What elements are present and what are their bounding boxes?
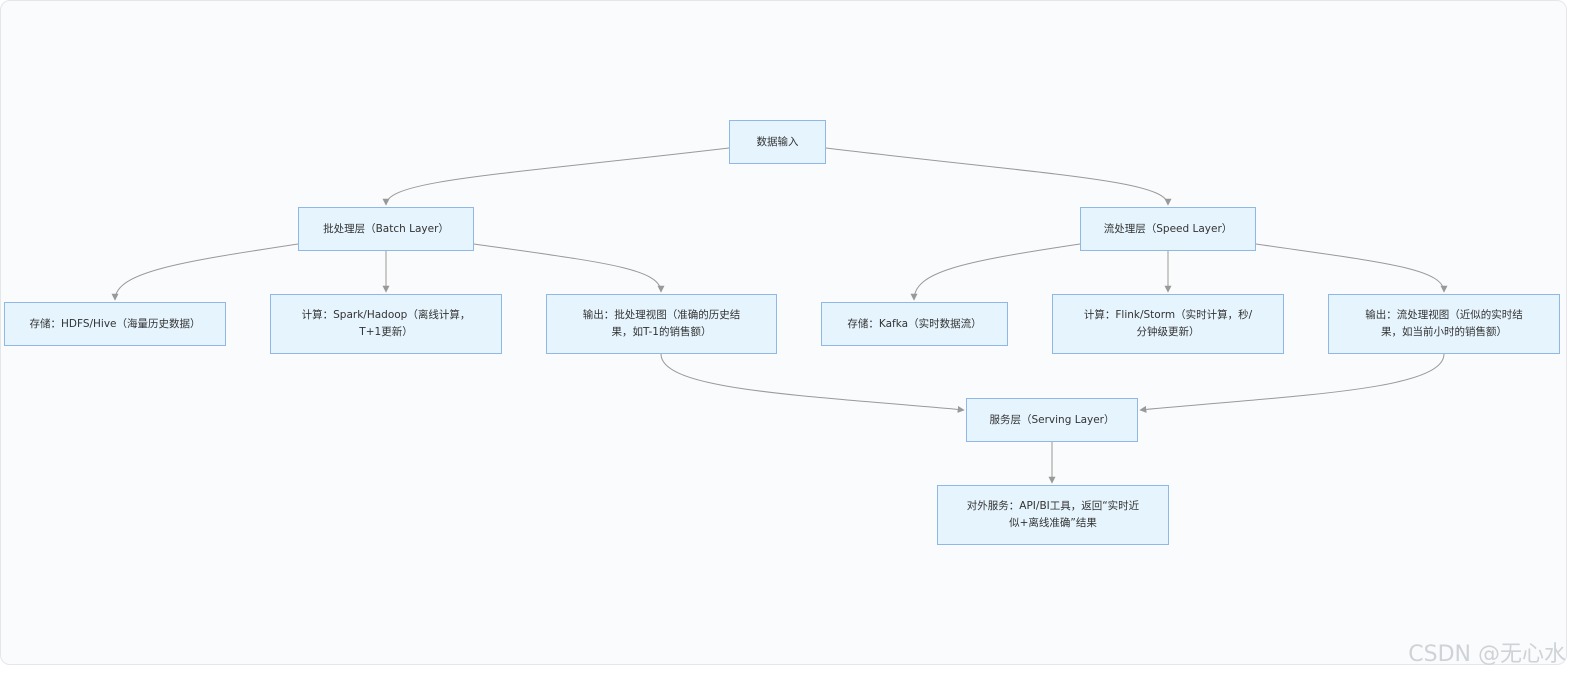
edge-speed-layer-to-storage bbox=[910, 243, 1081, 301]
node-speed-output-line1: 输出：流处理视图（近似的实时结 bbox=[1365, 309, 1523, 321]
node-serving-layer-label: 服务层（Serving Layer） bbox=[989, 413, 1115, 426]
node-data-input: 数据输入 bbox=[729, 120, 826, 164]
edge-speed-output-to-serving bbox=[1139, 353, 1445, 413]
node-batch-compute-line1: 计算：Spark/Hadoop（离线计算， bbox=[301, 309, 471, 321]
node-batch-layer: 批处理层（Batch Layer） bbox=[298, 207, 474, 251]
node-batch-output-line2: 果，如T-1的销售额） bbox=[611, 326, 712, 338]
node-speed-storage: 存储：Kafka（实时数据流） bbox=[821, 302, 1008, 346]
node-speed-compute-line2: 分钟级更新） bbox=[1136, 326, 1200, 338]
node-batch-output: 输出：批处理视图（准确的历史结 果，如T-1的销售额） bbox=[546, 294, 777, 354]
node-batch-output-line1: 输出：批处理视图（准确的历史结 bbox=[582, 309, 741, 321]
edge-batch-output-to-serving bbox=[660, 353, 965, 413]
edge-input-to-speed-layer bbox=[825, 147, 1172, 206]
node-batch-storage: 存储：HDFS/Hive（海量历史数据） bbox=[4, 302, 226, 346]
node-speed-layer-label: 流处理层（Speed Layer） bbox=[1103, 222, 1233, 235]
node-speed-output-line2: 果，如当前小时的销售额） bbox=[1381, 326, 1507, 338]
edge-batch-layer-to-storage bbox=[111, 243, 299, 301]
node-speed-layer: 流处理层（Speed Layer） bbox=[1080, 207, 1256, 251]
watermark: CSDN @无心水 bbox=[1408, 642, 1566, 667]
edge-speed-layer-to-output bbox=[1255, 243, 1448, 293]
node-external-service: 对外服务：API/BI工具，返回“实时近 似+离线准确”结果 bbox=[937, 485, 1169, 545]
node-data-input-label: 数据输入 bbox=[756, 135, 799, 148]
node-speed-storage-label: 存储：Kafka（实时数据流） bbox=[847, 317, 982, 330]
node-speed-compute: 计算：Flink/Storm（实时计算，秒/ 分钟级更新） bbox=[1052, 294, 1284, 354]
node-batch-compute: 计算：Spark/Hadoop（离线计算， T+1更新） bbox=[270, 294, 502, 354]
node-external-service-line1: 对外服务：API/BI工具，返回“实时近 bbox=[966, 500, 1140, 512]
node-external-service-line2: 似+离线准确”结果 bbox=[1009, 517, 1097, 529]
node-batch-compute-line2: T+1更新） bbox=[359, 326, 413, 338]
edge-input-to-batch-layer bbox=[382, 147, 730, 206]
node-batch-layer-label: 批处理层（Batch Layer） bbox=[323, 222, 449, 235]
node-batch-storage-label: 存储：HDFS/Hive（海量历史数据） bbox=[29, 317, 201, 330]
diagram-canvas bbox=[0, 0, 1567, 665]
edge-batch-layer-to-output bbox=[473, 243, 665, 293]
node-serving-layer: 服务层（Serving Layer） bbox=[966, 398, 1138, 442]
node-speed-output: 输出：流处理视图（近似的实时结 果，如当前小时的销售额） bbox=[1328, 294, 1560, 354]
node-speed-compute-line1: 计算：Flink/Storm（实时计算，秒/ bbox=[1083, 309, 1253, 321]
